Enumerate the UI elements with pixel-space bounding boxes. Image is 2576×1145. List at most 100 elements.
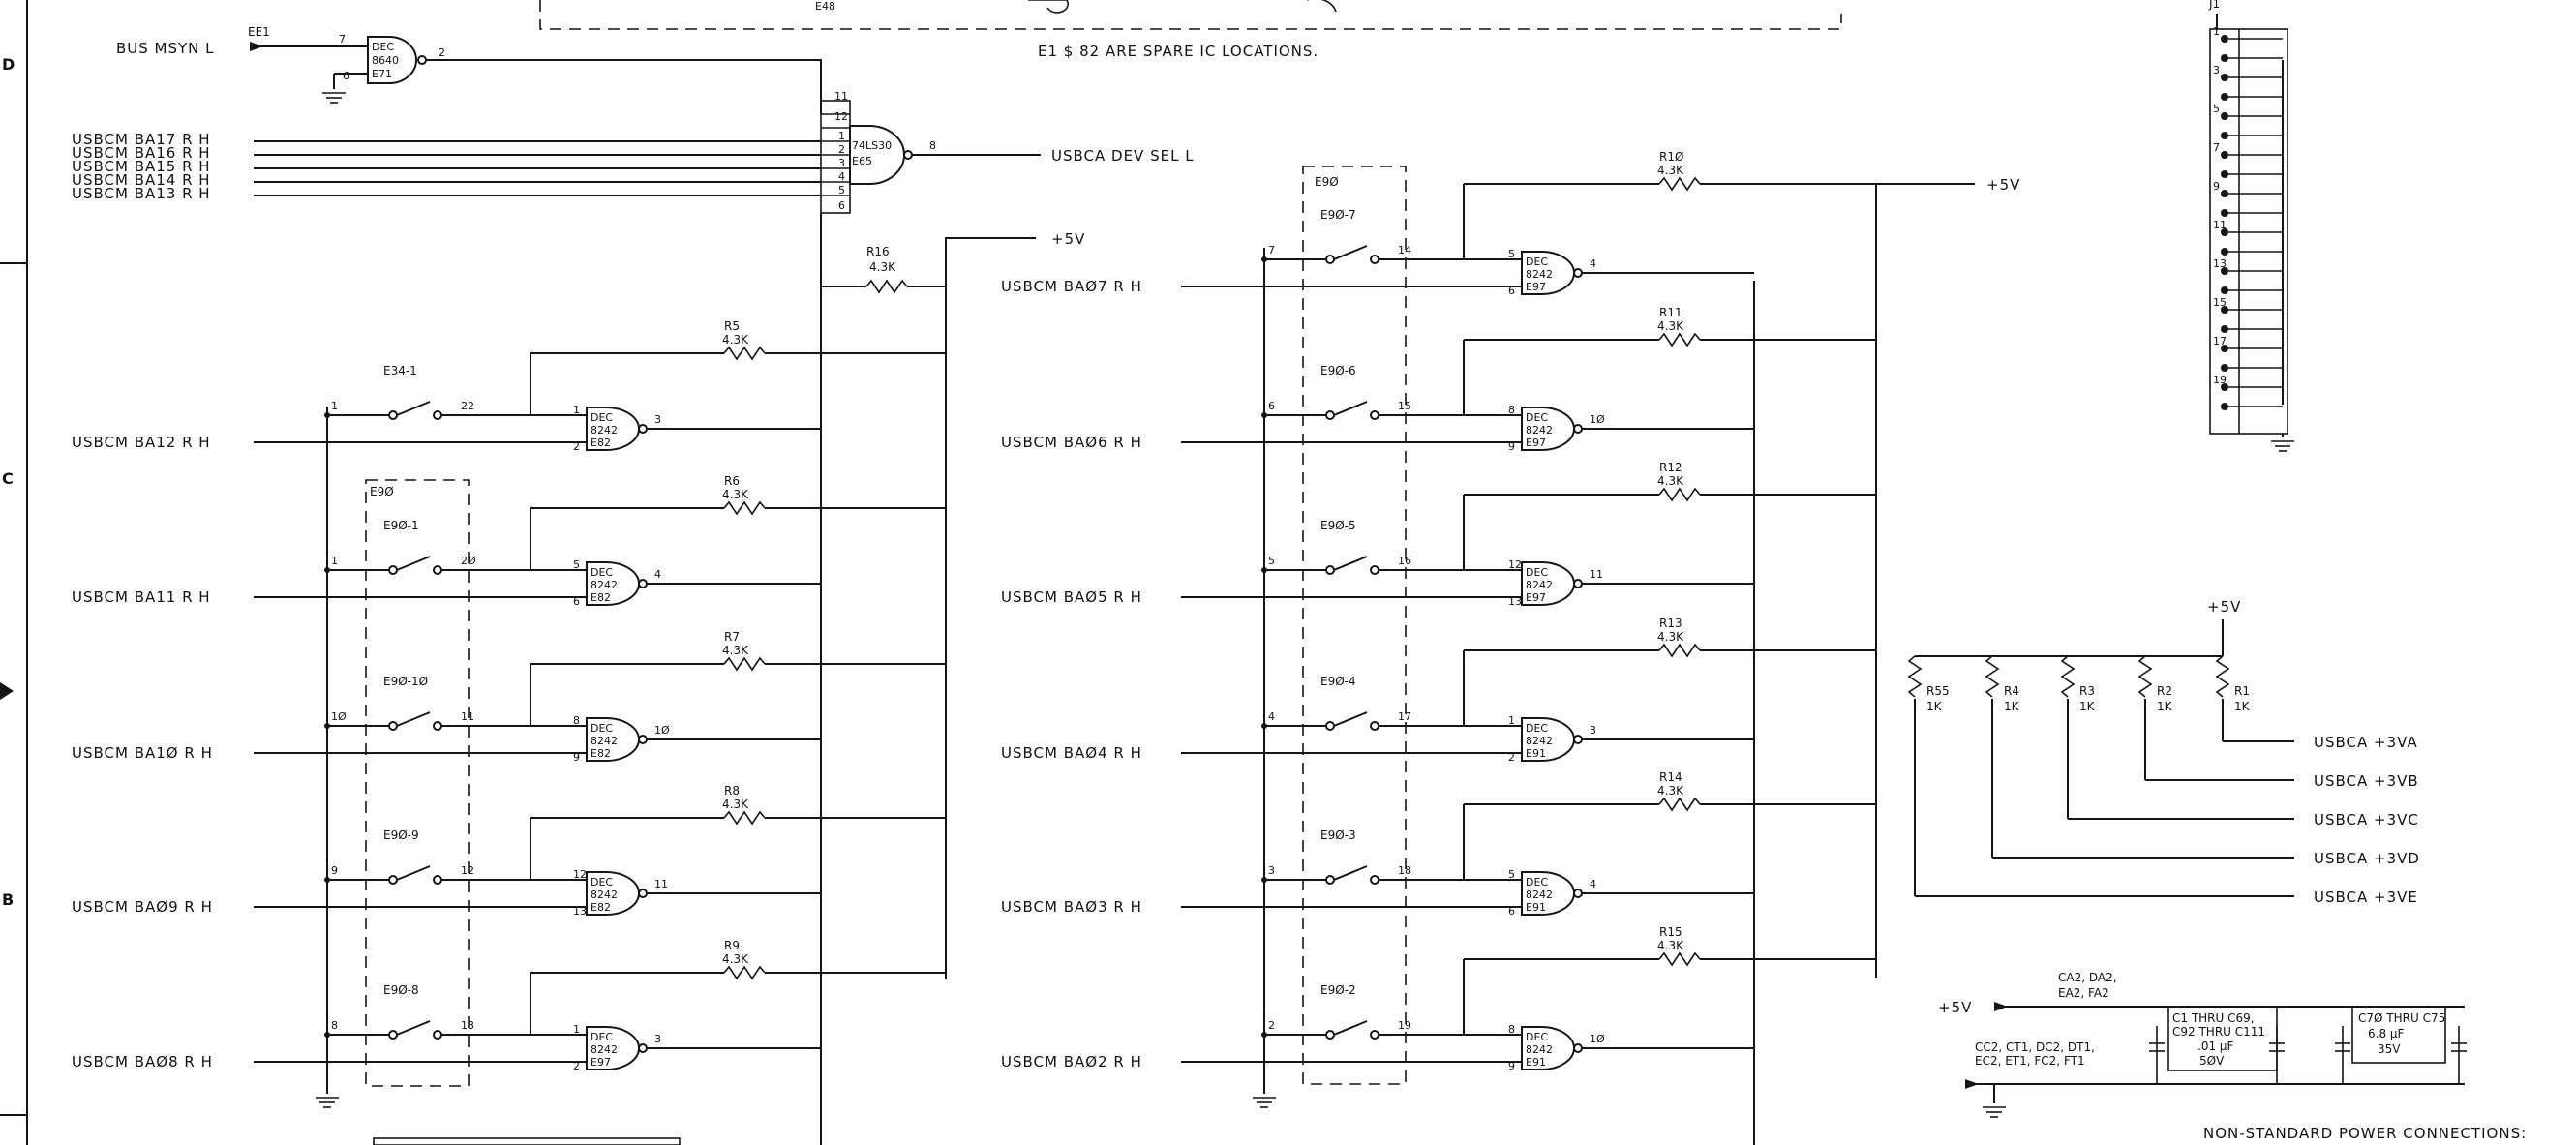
connector-pin xyxy=(2221,190,2228,197)
svg-text:8242: 8242 xyxy=(591,889,618,901)
svg-text:16: 16 xyxy=(1398,555,1411,567)
svg-text:E82: E82 xyxy=(591,437,611,449)
resistor-value: 1K xyxy=(2157,700,2173,713)
dip-switch-label: E9Ø-1Ø xyxy=(383,675,428,688)
dip-switch-label: E9Ø-1 xyxy=(383,519,419,532)
resistor-ref: R6 xyxy=(724,474,740,488)
connector-pin xyxy=(2221,93,2228,101)
svg-text:EA2, FA2: EA2, FA2 xyxy=(2058,986,2109,1000)
svg-text:17: 17 xyxy=(2213,335,2227,347)
dip-switch-lever xyxy=(1333,865,1368,881)
svg-text:3: 3 xyxy=(1590,724,1596,737)
svg-text:DEC: DEC xyxy=(591,411,613,424)
svg-text:C92 THRU C111: C92 THRU C111 xyxy=(2172,1025,2265,1039)
svg-text:4.3K: 4.3K xyxy=(869,260,896,274)
resistor-ref: R11 xyxy=(1659,306,1682,319)
svg-text:9: 9 xyxy=(573,751,580,764)
svg-text:5: 5 xyxy=(838,184,845,196)
svg-text:+5V: +5V xyxy=(1938,999,1972,1016)
resistor-value: 4.3K xyxy=(1657,164,1684,177)
svg-text:8242: 8242 xyxy=(591,424,618,437)
svg-text:E97: E97 xyxy=(1526,437,1546,449)
svg-text:8242: 8242 xyxy=(1526,889,1553,901)
connector-pin xyxy=(2221,383,2228,391)
svg-text:CA2, DA2,: CA2, DA2, xyxy=(2058,971,2117,984)
svg-text:1: 1 xyxy=(838,130,845,142)
connector-pin xyxy=(2221,248,2228,256)
svg-text:DEC: DEC xyxy=(372,41,394,53)
dip-switch-label: E9Ø-2 xyxy=(1320,983,1356,997)
resistor-value: 4.3K xyxy=(722,798,749,811)
dip-switch-lever xyxy=(1333,1020,1368,1036)
dip-switch-lever xyxy=(396,1020,431,1036)
drawing-border: D C B xyxy=(0,0,28,1145)
resistor-value: 4.3K xyxy=(1657,939,1684,952)
svg-text:4: 4 xyxy=(1590,257,1596,270)
svg-text:E82: E82 xyxy=(591,591,611,604)
svg-text:.01 µF: .01 µF xyxy=(2197,1040,2234,1053)
bus-msyn-label: BUS MSYN L xyxy=(116,40,215,57)
svg-text:DEC: DEC xyxy=(1526,1031,1548,1043)
svg-text:11: 11 xyxy=(654,878,668,890)
svg-text:E9Ø: E9Ø xyxy=(370,485,394,498)
dev-sel-output-label: USBCA DEV SEL L xyxy=(1051,147,1195,165)
pullup-output-label: USBCA +3VD xyxy=(2314,850,2420,867)
resistor-value: 4.3K xyxy=(1657,630,1684,644)
pullup-output-label: USBCA +3VA xyxy=(2314,734,2418,751)
svg-text:E97: E97 xyxy=(1526,281,1546,293)
svg-text:C7Ø THRU C75: C7Ø THRU C75 xyxy=(2358,1011,2445,1025)
svg-text:9: 9 xyxy=(2213,180,2220,193)
resistor-value: 4.3K xyxy=(722,333,749,347)
svg-text:19: 19 xyxy=(1398,1019,1411,1032)
svg-text:2: 2 xyxy=(1268,1019,1275,1032)
address-input-label: USBCM BA1Ø R H xyxy=(72,744,213,762)
svg-text:EC2, ET1, FC2, FT1: EC2, ET1, FC2, FT1 xyxy=(1975,1054,2085,1068)
svg-text:9: 9 xyxy=(331,864,338,877)
svg-text:22: 22 xyxy=(461,400,474,412)
svg-text:5: 5 xyxy=(1508,248,1515,260)
dip-switch-lever xyxy=(1333,556,1368,571)
resistor-value: 1K xyxy=(2004,700,2020,713)
gate-e71 xyxy=(367,36,417,84)
resistor-value: 1K xyxy=(2079,700,2096,713)
resistor-value: 4.3K xyxy=(722,644,749,657)
svg-text:DEC: DEC xyxy=(1526,722,1548,735)
svg-text:+5V: +5V xyxy=(1986,176,2020,194)
dip-switch-lever xyxy=(1333,245,1368,260)
svg-text:13: 13 xyxy=(573,905,587,918)
pullup-output-label: USBCA +3VE xyxy=(2314,889,2418,906)
address-input-label: USBCM BAØ2 R H xyxy=(1001,1053,1142,1070)
svg-text:15: 15 xyxy=(1398,400,1411,412)
svg-text:8: 8 xyxy=(573,714,580,727)
svg-text:1: 1 xyxy=(1508,714,1515,727)
zone-label-d: D xyxy=(2,55,15,74)
svg-text:5: 5 xyxy=(1268,555,1275,567)
svg-text:E82: E82 xyxy=(591,901,611,914)
svg-text:6: 6 xyxy=(343,70,349,82)
svg-text:4: 4 xyxy=(838,170,845,183)
svg-text:3: 3 xyxy=(2213,64,2220,76)
svg-text:E9Ø: E9Ø xyxy=(1315,175,1339,189)
svg-text:35V: 35V xyxy=(2378,1042,2401,1056)
svg-text:DEC: DEC xyxy=(591,876,613,889)
svg-text:DEC: DEC xyxy=(1526,256,1548,268)
dip-switch-lever xyxy=(1333,711,1368,727)
connector-pin xyxy=(2221,170,2228,178)
svg-text:4: 4 xyxy=(1590,878,1596,890)
resistor-ref: R12 xyxy=(1659,461,1682,474)
resistor-value: 4.3K xyxy=(722,488,749,501)
connector-pin xyxy=(2221,54,2228,62)
svg-text:5: 5 xyxy=(1508,868,1515,881)
svg-text:11: 11 xyxy=(1590,568,1603,581)
svg-text:8242: 8242 xyxy=(1526,735,1553,747)
svg-text:8242: 8242 xyxy=(1526,424,1553,437)
resistor-value: 1K xyxy=(2234,700,2251,713)
connector-pin xyxy=(2221,151,2228,159)
